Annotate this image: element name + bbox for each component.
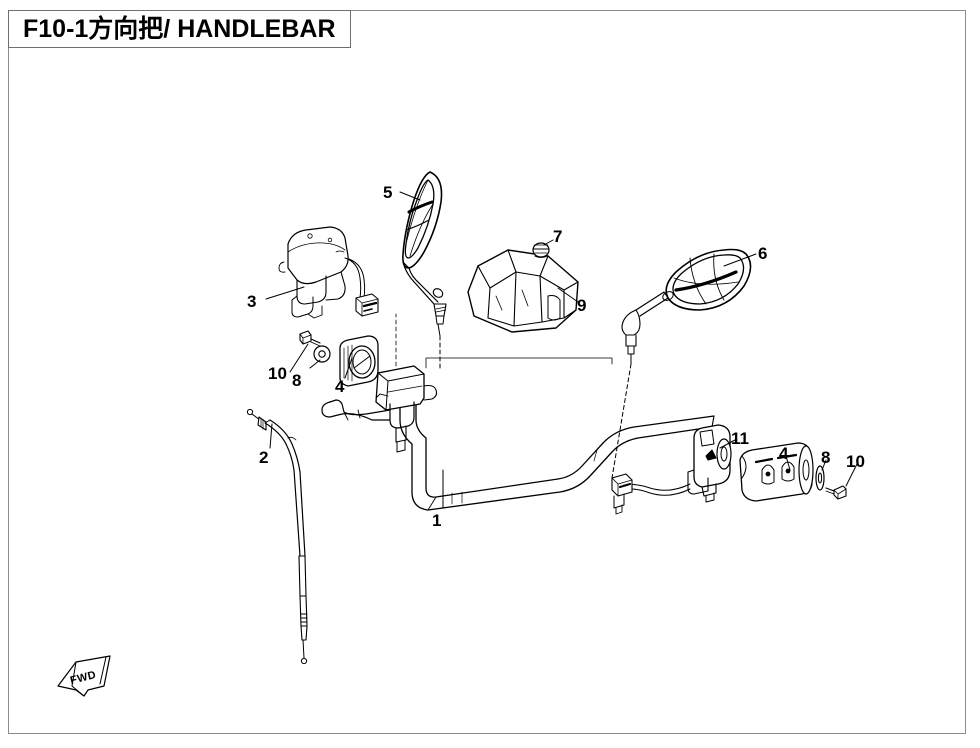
part-bolt-left	[299, 330, 321, 347]
part-throttle-cable	[246, 408, 308, 665]
page-title-box: F10-1方向把/ HANDLEBAR	[8, 10, 351, 48]
part-left-switch-assembly	[278, 226, 379, 319]
part-throttle-grip-right	[739, 442, 814, 502]
callout-9: 9	[577, 296, 587, 315]
part-right-switch-assembly	[611, 424, 732, 515]
part-handlebar-grip-left	[339, 335, 379, 387]
part-washer-right	[815, 465, 825, 491]
callout-1: 1	[432, 511, 442, 530]
part-cover-nut	[532, 242, 550, 258]
part-handlebar	[399, 391, 715, 511]
callout-4-left: 4	[335, 377, 345, 396]
callout-2: 2	[259, 448, 269, 467]
part-washer-left	[313, 345, 331, 363]
callout-10-right: 10	[846, 452, 865, 471]
page-title: F10-1方向把/ HANDLEBAR	[23, 14, 336, 43]
part-bolt-right	[825, 485, 847, 500]
part-handlebar-cover	[467, 249, 579, 333]
part-rearview-mirror-left	[402, 171, 447, 337]
page-border	[8, 10, 966, 734]
part-rearview-mirror-right	[621, 248, 752, 365]
part-brake-master-cylinder	[321, 365, 438, 453]
callout-6: 6	[758, 244, 768, 263]
callout-8-left: 8	[292, 371, 302, 390]
callout-11: 11	[731, 429, 749, 448]
callout-4-right: 4	[779, 444, 789, 463]
callout-7: 7	[553, 227, 563, 246]
callout-8-right: 8	[821, 448, 831, 467]
callout-10-left: 10	[268, 364, 287, 383]
callout-3: 3	[247, 292, 257, 311]
callout-5: 5	[383, 183, 393, 202]
leader-lines	[265, 191, 858, 509]
fwd-orientation-marker	[57, 655, 111, 697]
